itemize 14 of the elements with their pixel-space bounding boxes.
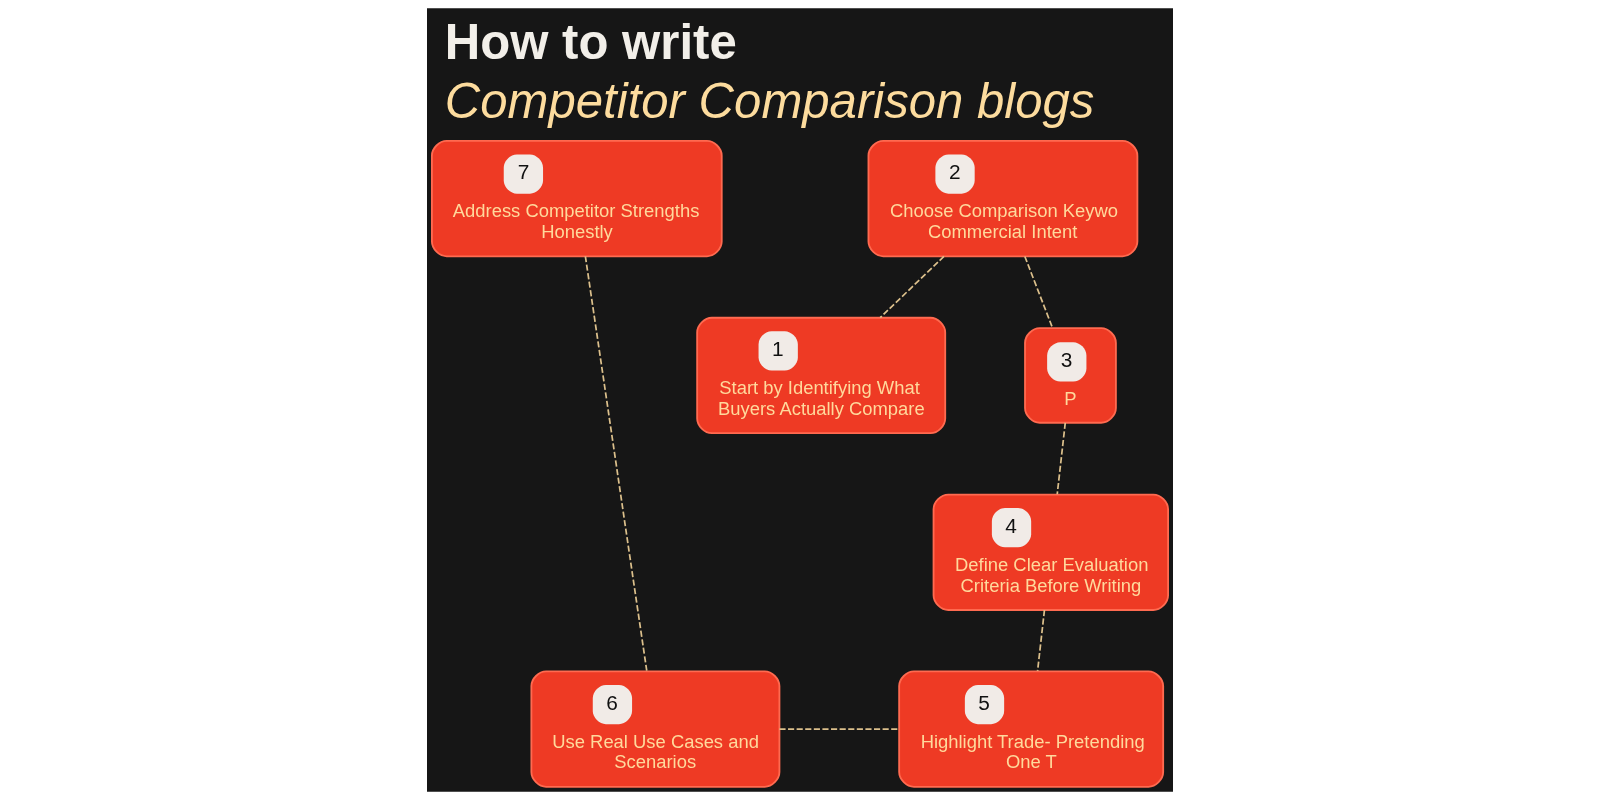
diagram-title: How to write Competitor Comparison blogs [444,14,1095,128]
node-box: 4 Define Clear Evaluation Criteria Before Writing [932,493,1169,611]
connector [1056,422,1067,496]
node-box: 6 Use Real Use Cases and Scenarios [530,670,781,788]
node-box: 2 Choose Comparison Keywo Commercial Intent [867,140,1139,258]
connector [879,255,945,319]
node-box: 5 Highlight Trade- Pretending One T [898,670,1165,788]
connector [584,255,648,672]
connector [778,728,900,730]
node-box: 7 Address Competitor Strengths Honestly [431,140,723,258]
connector [1024,255,1054,329]
node-box: 1 Start by Identifying What Buyers Actually Compare [696,316,947,435]
node-box: 3 P [1024,327,1117,424]
connector [1036,609,1046,672]
